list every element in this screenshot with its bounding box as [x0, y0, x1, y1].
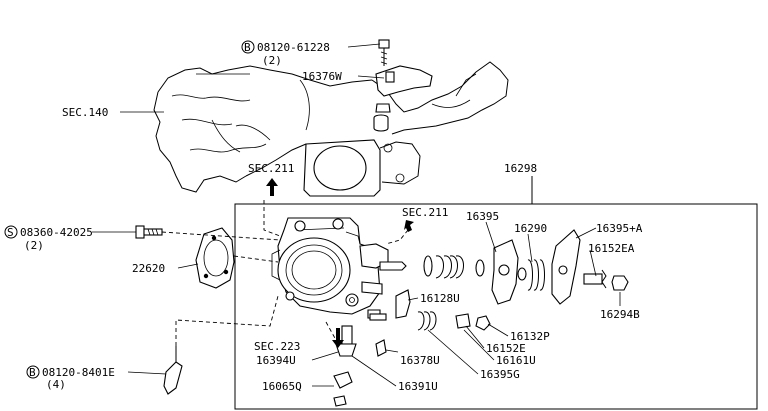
label-gasket: 22620	[132, 262, 165, 275]
label-screw-small: 16065Q	[262, 380, 302, 393]
assembly-frame	[234, 203, 758, 410]
bolt-symbol-bottom-letter: B	[29, 366, 36, 379]
label-lever-a: 16395+A	[596, 222, 643, 235]
label-spring-small: 16378U	[400, 354, 440, 367]
label-bolt-bottom-qty: (4)	[46, 378, 66, 391]
intake-collector-drawing	[153, 61, 509, 197]
label-bracket: 16376W	[302, 70, 342, 83]
label-screw-code: 08360-42025	[20, 226, 93, 239]
label-bolt-bottom-code: 08120-8401E	[42, 366, 115, 379]
label-assembly: 16298	[504, 162, 537, 175]
label-washer: 16152E	[486, 342, 526, 355]
label-nut: 16294B	[600, 308, 640, 321]
bolt-symbol-top	[241, 40, 255, 54]
lower-parts-drawing	[163, 311, 491, 407]
label-clip: 16152EA	[588, 242, 635, 255]
leader-lines	[92, 43, 621, 387]
linkage-drawing	[423, 229, 629, 305]
label-sec140: SEC.140	[62, 106, 108, 119]
gasket-drawing	[195, 227, 235, 289]
label-lever: 16395	[466, 210, 499, 223]
label-collar: 16161U	[496, 354, 536, 367]
arrow-up-sec211-icon	[266, 178, 278, 196]
top-bolt-bracket-drawing	[373, 39, 433, 132]
label-bolt-top-code: 08120-61228	[257, 41, 330, 54]
label-sec211-lower: SEC.211	[402, 206, 448, 219]
label-sec223: SEC.223	[254, 340, 300, 353]
bracket-16128U-drawing	[395, 289, 411, 319]
label-sec211-upper: SEC.211	[248, 162, 294, 175]
label-hose: 16391U	[398, 380, 438, 393]
label-screw-qty: (2)	[24, 239, 44, 252]
throttle-body-drawing	[271, 217, 407, 321]
label-bolt-small: 16132P	[510, 330, 550, 343]
label-spring: 16290	[514, 222, 547, 235]
bolt-symbol-top-letter: B	[244, 41, 251, 54]
left-screw-drawing	[135, 225, 163, 239]
section-arrows	[266, 178, 414, 348]
screw-symbol-letter: S	[7, 226, 14, 239]
label-shaft-part: 16128U	[420, 292, 460, 305]
screw-symbol	[4, 225, 18, 239]
label-cap: 16395G	[480, 368, 520, 381]
arrow-down-sec223-icon	[332, 328, 344, 348]
bolt-symbol-bottom	[26, 365, 40, 379]
dashed-connections	[161, 200, 409, 346]
label-bolt-top-qty: (2)	[262, 54, 282, 67]
label-sensor: 16394U	[256, 354, 296, 367]
arrow-up-right-sec211-icon	[404, 220, 414, 232]
